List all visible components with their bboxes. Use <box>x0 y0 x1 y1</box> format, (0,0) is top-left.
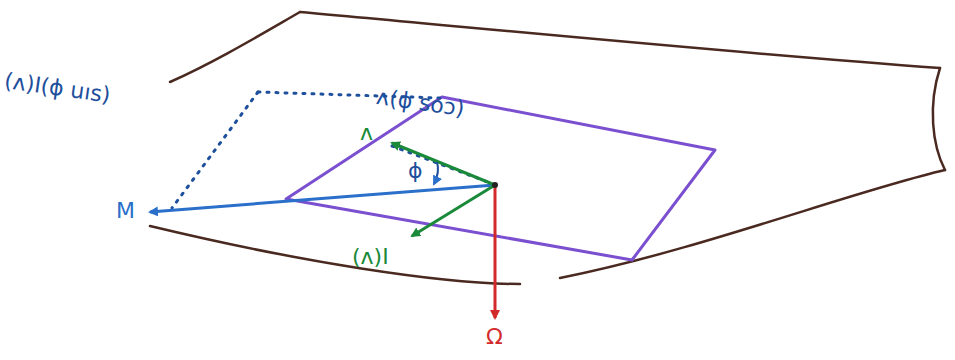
tangent-plane <box>286 97 715 260</box>
callout-label: (ʌ)I(ɸ uıs) <box>3 70 112 107</box>
vector-label: M <box>116 200 135 222</box>
normal-label: Ω <box>486 326 503 348</box>
vector-arrow <box>150 185 495 212</box>
vector-arrow <box>412 185 495 236</box>
vector-label: ʌ <box>360 122 373 144</box>
angle-arc <box>434 162 438 184</box>
vector-arrow <box>392 143 495 185</box>
vector-label: (ʌ)I <box>352 246 389 268</box>
callout-label: ʌ(ɸ soɔ) <box>375 86 466 120</box>
base-point <box>492 182 498 188</box>
normal-arrow <box>494 185 497 318</box>
surface-outline <box>150 12 945 284</box>
angle-label: ɸ <box>408 160 423 182</box>
